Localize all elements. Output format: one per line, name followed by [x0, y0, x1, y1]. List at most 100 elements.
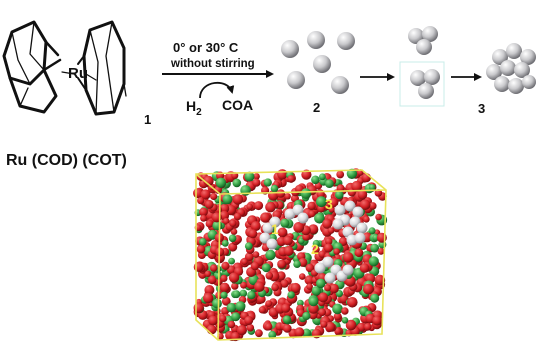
- matrix-molecule: [205, 219, 214, 228]
- matrix-molecule: [265, 201, 276, 213]
- matrix-molecule: [354, 248, 364, 258]
- ru-atom: [292, 204, 304, 216]
- matrix-molecule: [341, 317, 349, 324]
- matrix-molecule: [244, 242, 253, 251]
- ru-atom: [344, 200, 356, 212]
- matrix-molecule: [253, 281, 265, 293]
- curved-arrow: [199, 82, 235, 99]
- matrix-molecule: [368, 256, 379, 267]
- matrix-molecule: [215, 177, 227, 188]
- matrix-molecule: [324, 284, 332, 292]
- matrix-molecule: [320, 320, 328, 328]
- ru-atom: [337, 32, 355, 50]
- matrix-molecule: [327, 227, 335, 234]
- matrix-molecule: [244, 316, 254, 325]
- matrix-molecule: [308, 224, 319, 235]
- matrix-molecule: [219, 315, 227, 323]
- matrix-molecule: [299, 273, 306, 280]
- matrix-molecule: [214, 186, 223, 194]
- matrix-molecule: [302, 328, 311, 338]
- matrix-molecule: [265, 249, 276, 261]
- matrix-molecule: [228, 257, 236, 265]
- matrix-molecule: [268, 330, 277, 339]
- matrix-molecule: [284, 193, 291, 200]
- matrix-molecule: [277, 169, 288, 180]
- matrix-molecule: [300, 188, 312, 199]
- matrix-molecule: [294, 327, 305, 338]
- matrix-molecule: [332, 303, 343, 315]
- matrix-molecule: [210, 192, 218, 201]
- matrix-molecule: [193, 302, 204, 314]
- ru-atom: [331, 76, 349, 94]
- matrix-molecule: [263, 178, 272, 187]
- matrix-molecule: [235, 301, 246, 312]
- matrix-molecule: [298, 237, 305, 245]
- matrix-molecule: [219, 203, 230, 214]
- matrix-molecule: [212, 298, 222, 309]
- matrix-molecule: [270, 184, 279, 193]
- matrix-molecule: [369, 184, 376, 191]
- matrix-molecule: [316, 196, 327, 208]
- matrix-molecule: [232, 290, 241, 299]
- matrix-molecule: [328, 197, 339, 208]
- matrix-molecule: [325, 237, 333, 246]
- reagent-label: H2: [186, 98, 202, 118]
- matrix-molecule: [264, 322, 273, 331]
- matrix-molecule: [325, 321, 336, 332]
- matrix-molecule: [377, 248, 385, 255]
- ru-atom: [424, 69, 440, 85]
- ru-atom: [522, 75, 536, 89]
- matrix-molecule: [250, 261, 260, 271]
- matrix-molecule: [287, 291, 295, 299]
- matrix-molecule: [334, 327, 342, 335]
- matrix-molecule: [204, 285, 215, 295]
- matrix-molecule: [363, 283, 374, 295]
- matrix-molecule: [241, 258, 248, 266]
- matrix-molecule: [372, 315, 383, 326]
- ru-atom: [416, 39, 432, 55]
- matrix-molecule: [200, 214, 207, 222]
- ru-atoms-group: [281, 31, 355, 94]
- matrix-molecule: [220, 291, 228, 299]
- matrix-molecule: [314, 213, 325, 224]
- matrix-molecule: [281, 303, 291, 313]
- matrix-molecule: [341, 307, 349, 315]
- matrix-molecule: [265, 300, 273, 307]
- matrix-molecule: [369, 202, 377, 210]
- matrix-molecule: [204, 199, 214, 209]
- matrix-molecule: [282, 315, 292, 324]
- matrix-molecule: [290, 282, 301, 293]
- byproduct-label: COA: [222, 97, 253, 113]
- matrix-molecule: [221, 261, 230, 270]
- ru-atom: [287, 71, 305, 89]
- matrix-molecule: [228, 272, 240, 283]
- matrix-molecule: [308, 296, 319, 307]
- matrix-molecule: [258, 306, 266, 314]
- matrix-molecule: [323, 308, 332, 317]
- matrix-molecule: [283, 324, 292, 333]
- matrix-molecule: [335, 190, 344, 200]
- matrix-molecule: [342, 252, 354, 263]
- complex-number: 1: [144, 112, 151, 127]
- matrix-molecule: [232, 194, 244, 205]
- matrix-molecule: [346, 168, 358, 179]
- matrix-molecule: [370, 243, 380, 253]
- matrix-molecule: [293, 260, 301, 269]
- matrix-molecule: [248, 229, 258, 239]
- matrix-molecule: [207, 275, 217, 285]
- matrix-molecule: [220, 274, 228, 282]
- matrix-molecule: [345, 319, 357, 331]
- matrix-molecule: [287, 175, 295, 183]
- matrix-molecule: [293, 222, 305, 233]
- ru-nanoparticle: [486, 43, 536, 94]
- matrix-molecule: [318, 250, 326, 258]
- ru-atom: [352, 206, 364, 218]
- matrix-molecule: [222, 217, 230, 225]
- matrix-molecule: [252, 251, 260, 258]
- matrix-molecule: [208, 315, 219, 326]
- matrix-molecule: [319, 173, 326, 181]
- matrix-molecule: [308, 210, 316, 218]
- matrix-molecule: [283, 235, 293, 246]
- matrix-molecule: [328, 206, 335, 213]
- ru-atom: [492, 49, 508, 65]
